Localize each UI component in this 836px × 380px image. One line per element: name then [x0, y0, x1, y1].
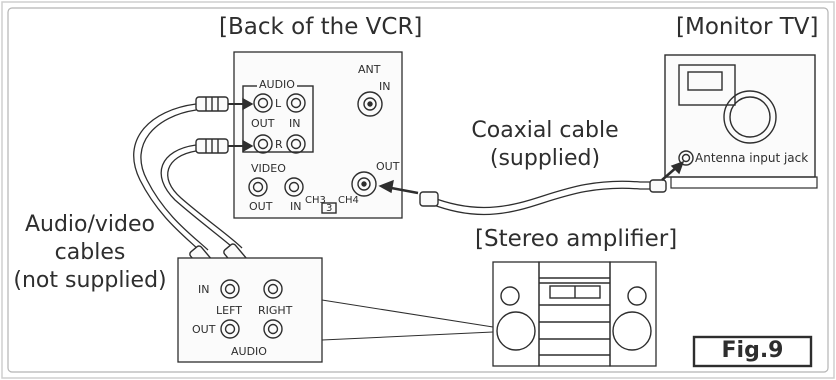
- tv-dial: [723, 90, 777, 144]
- av-cables-label-line2: cables: [54, 240, 126, 265]
- amp-right-label: RIGHT: [258, 304, 293, 317]
- stereo-right-speaker: [609, 261, 657, 367]
- amp-in-label: IN: [198, 283, 210, 296]
- tv-stand: [670, 176, 818, 189]
- amp-out-label: OUT: [192, 323, 216, 336]
- vcr-video-label: VIDEO: [251, 162, 286, 175]
- vcr-ch4-label: CH4: [338, 195, 359, 206]
- tv-screen: [687, 71, 723, 91]
- vcr-audio-label: AUDIO: [257, 78, 297, 91]
- vcr-video-in-label: IN: [290, 200, 302, 213]
- title-stereo-amplifier: [Stereo amplifier]: [475, 226, 678, 252]
- amp-connection-panel: [177, 257, 323, 363]
- tv-antenna-jack-label: Antenna input jack: [695, 151, 809, 165]
- vcr-ant-in-jack: [357, 91, 383, 117]
- amp-out-right-jack: [263, 319, 283, 339]
- amp-in-left-jack: [220, 279, 240, 299]
- tv-panel: [678, 64, 736, 106]
- vcr-video-out-label: OUT: [249, 200, 273, 213]
- title-monitor-tv: [Monitor TV]: [676, 14, 819, 40]
- vcr-audio-in-label: IN: [289, 117, 301, 130]
- vcr-ch3-label: CH3: [305, 195, 326, 206]
- stereo-amplifier: [492, 261, 657, 367]
- coax-arrow-tv: [661, 160, 685, 181]
- figure-label: Fig.9: [721, 338, 784, 363]
- amp-link-line-2: [321, 331, 494, 341]
- coax-cable-label-line2: (supplied): [489, 146, 601, 171]
- amp-out-left-jack: [220, 319, 240, 339]
- vcr-ch-switch: [321, 202, 337, 214]
- vcr-ant-out-jack: [351, 171, 377, 197]
- inner-frame: [7, 7, 829, 373]
- amp-link-line-1: [321, 299, 494, 328]
- vcr-audio-in-r-jack: [286, 134, 306, 154]
- av-cables-label-line3: (not supplied): [13, 268, 167, 293]
- vcr-ant-out-label: OUT: [376, 160, 400, 173]
- coax-plug-vcr: [419, 191, 439, 207]
- av-cables-label-line1: Audio/video: [24, 212, 156, 237]
- vcr-video-in-jack: [284, 177, 304, 197]
- fig-box: [692, 335, 813, 368]
- coax-cable-label-line1: Coaxial cable: [471, 118, 619, 143]
- vcr-audio-out-r-jack: [253, 134, 273, 154]
- vcr-panel: [233, 51, 403, 219]
- vcr-ant-in-label: IN: [379, 80, 391, 93]
- vcr-audio-out-label: OUT: [251, 117, 275, 130]
- title-vcr: [Back of the VCR]: [219, 14, 423, 40]
- tv-body: [664, 54, 816, 178]
- amp-audio-label: AUDIO: [231, 345, 267, 358]
- tv-dial-inner: [729, 96, 771, 138]
- tv-antenna-input-jack: [678, 150, 694, 166]
- amp-in-right-jack: [263, 279, 283, 299]
- vcr-l-label: L: [275, 97, 282, 110]
- vcr-audio-in-l-jack: [286, 93, 306, 113]
- av-cables: [133, 96, 269, 288]
- vcr-ch-switch-label: 3: [326, 203, 333, 214]
- vcr-video-out-jack: [248, 177, 268, 197]
- coax-arrow-vcr: [378, 179, 419, 195]
- vcr-audio-out-l-jack: [253, 93, 273, 113]
- amp-left-label: LEFT: [216, 304, 242, 317]
- coaxial-cable: [419, 179, 667, 216]
- vcr-ant-label: ANT: [358, 63, 381, 76]
- vcr-r-label: R: [275, 138, 283, 151]
- coax-plug-tv: [649, 179, 667, 193]
